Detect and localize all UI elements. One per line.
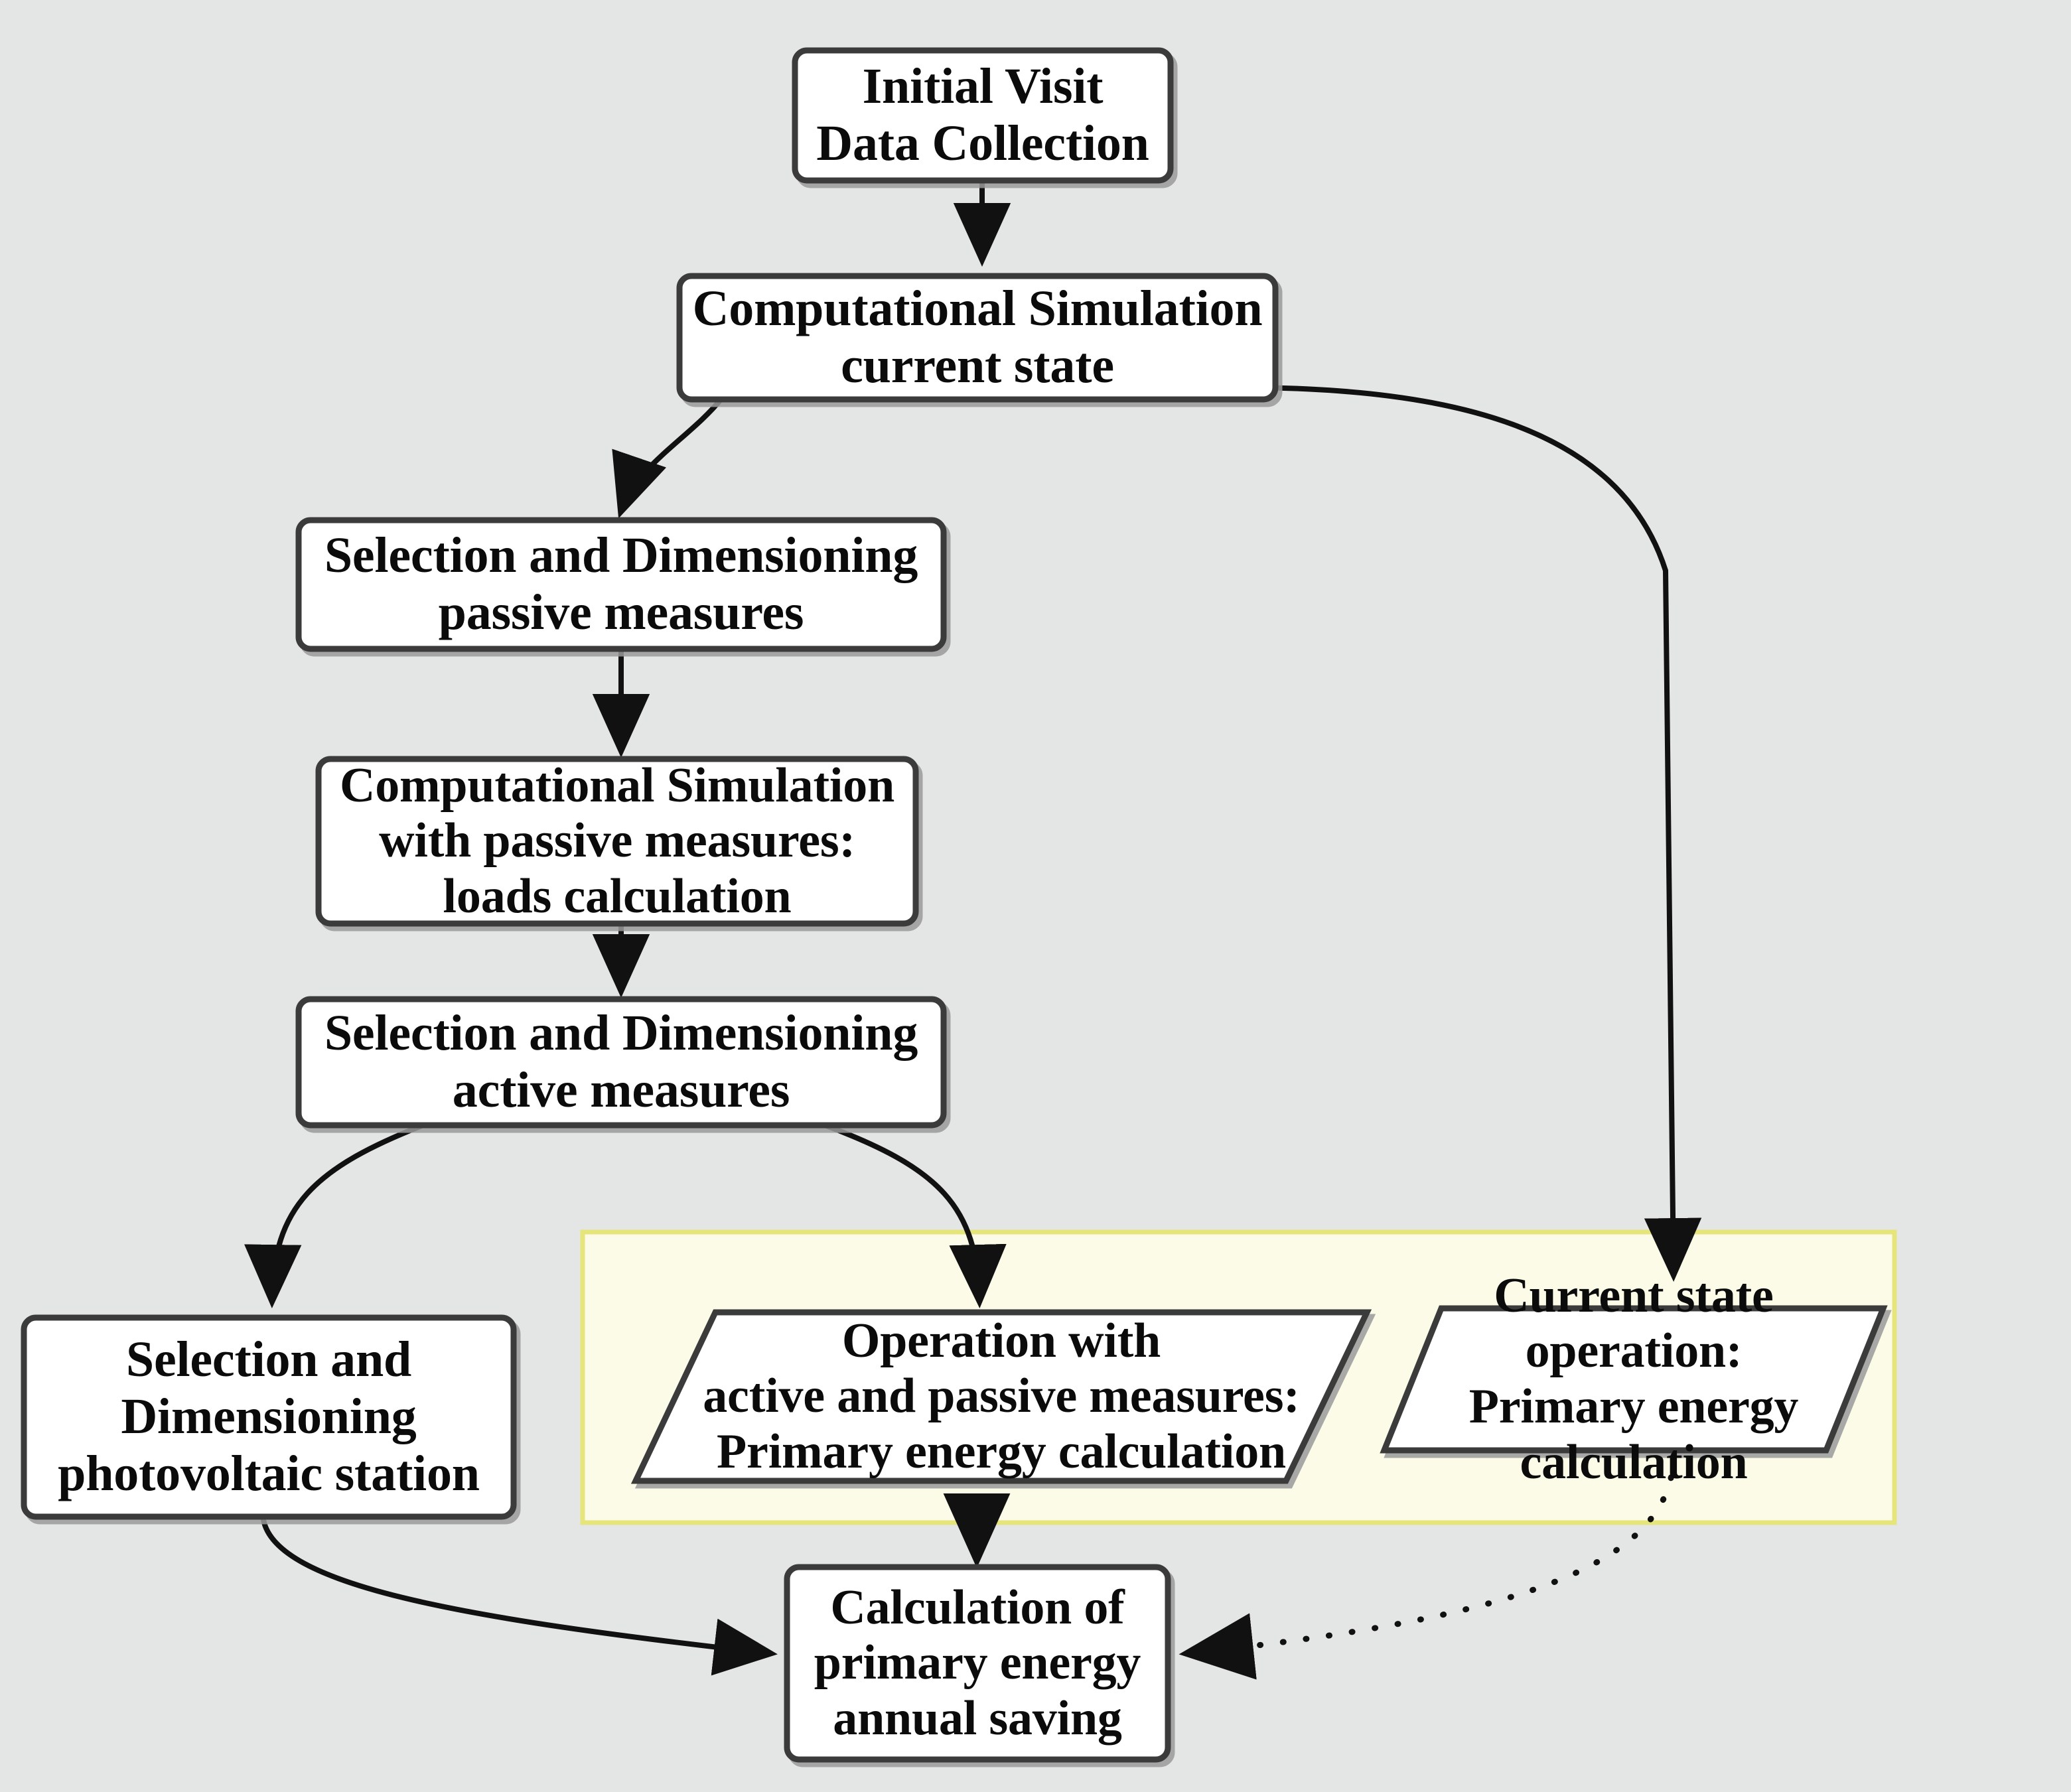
node-sim-passive[interactable] xyxy=(315,756,919,927)
edge-select-pv-to-annual-saving xyxy=(260,1513,778,1676)
edge-sim-current-to-select-passive xyxy=(612,396,725,519)
node-select-passive[interactable] xyxy=(295,517,947,652)
node-operation-active-passive[interactable] xyxy=(630,1309,1372,1484)
node-layer xyxy=(21,47,1888,1763)
node-initial-visit[interactable] xyxy=(792,47,1174,184)
edge-layer xyxy=(244,180,1702,1676)
node-sim-current[interactable] xyxy=(676,273,1279,403)
node-select-pv[interactable] xyxy=(21,1314,517,1520)
edge-sim-current-to-current-state-operation xyxy=(1247,385,1702,1282)
node-select-active[interactable] xyxy=(295,996,947,1129)
node-current-state-operation[interactable] xyxy=(1380,1305,1888,1454)
dotted-edge-layer xyxy=(943,1451,1677,1680)
edge-select-active-to-operation xyxy=(816,1120,1007,1308)
edge-select-active-to-select-pv xyxy=(244,1120,431,1308)
edge-current-state-to-annual-saving xyxy=(1178,1451,1677,1680)
node-annual-saving[interactable] xyxy=(784,1564,1171,1763)
